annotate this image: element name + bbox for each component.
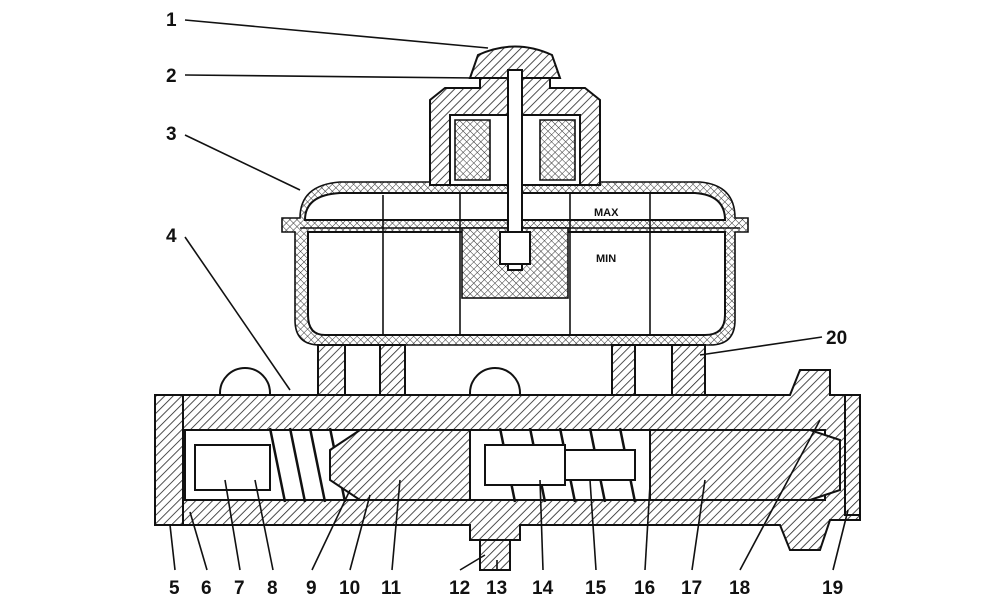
label-20: 20 <box>826 328 847 349</box>
pistons <box>194 427 841 503</box>
part-labels: 1 2 3 4 5 6 7 8 9 10 11 12 13 14 15 16 1… <box>166 10 847 599</box>
label-19: 19 <box>822 578 843 599</box>
label-9: 9 <box>306 578 317 599</box>
label-18: 18 <box>729 578 750 599</box>
max-marking: MAX <box>594 207 619 219</box>
reservoir-cap <box>429 45 601 271</box>
label-10: 10 <box>339 578 360 599</box>
label-8: 8 <box>267 578 278 599</box>
label-1: 1 <box>166 10 177 31</box>
leader-lines <box>169 19 849 571</box>
label-7: 7 <box>234 578 245 599</box>
min-marking: MIN <box>596 253 616 265</box>
label-17: 17 <box>681 578 702 599</box>
label-13: 13 <box>486 578 507 599</box>
label-12: 12 <box>449 578 470 599</box>
label-16: 16 <box>634 578 655 599</box>
label-2: 2 <box>166 66 177 87</box>
label-11: 11 <box>381 578 402 599</box>
label-15: 15 <box>585 578 607 599</box>
label-5: 5 <box>169 578 180 599</box>
bleed-screw <box>479 539 511 571</box>
label-4: 4 <box>166 226 177 247</box>
label-6: 6 <box>201 578 212 599</box>
label-3: 3 <box>166 124 177 145</box>
label-14: 14 <box>532 578 554 599</box>
